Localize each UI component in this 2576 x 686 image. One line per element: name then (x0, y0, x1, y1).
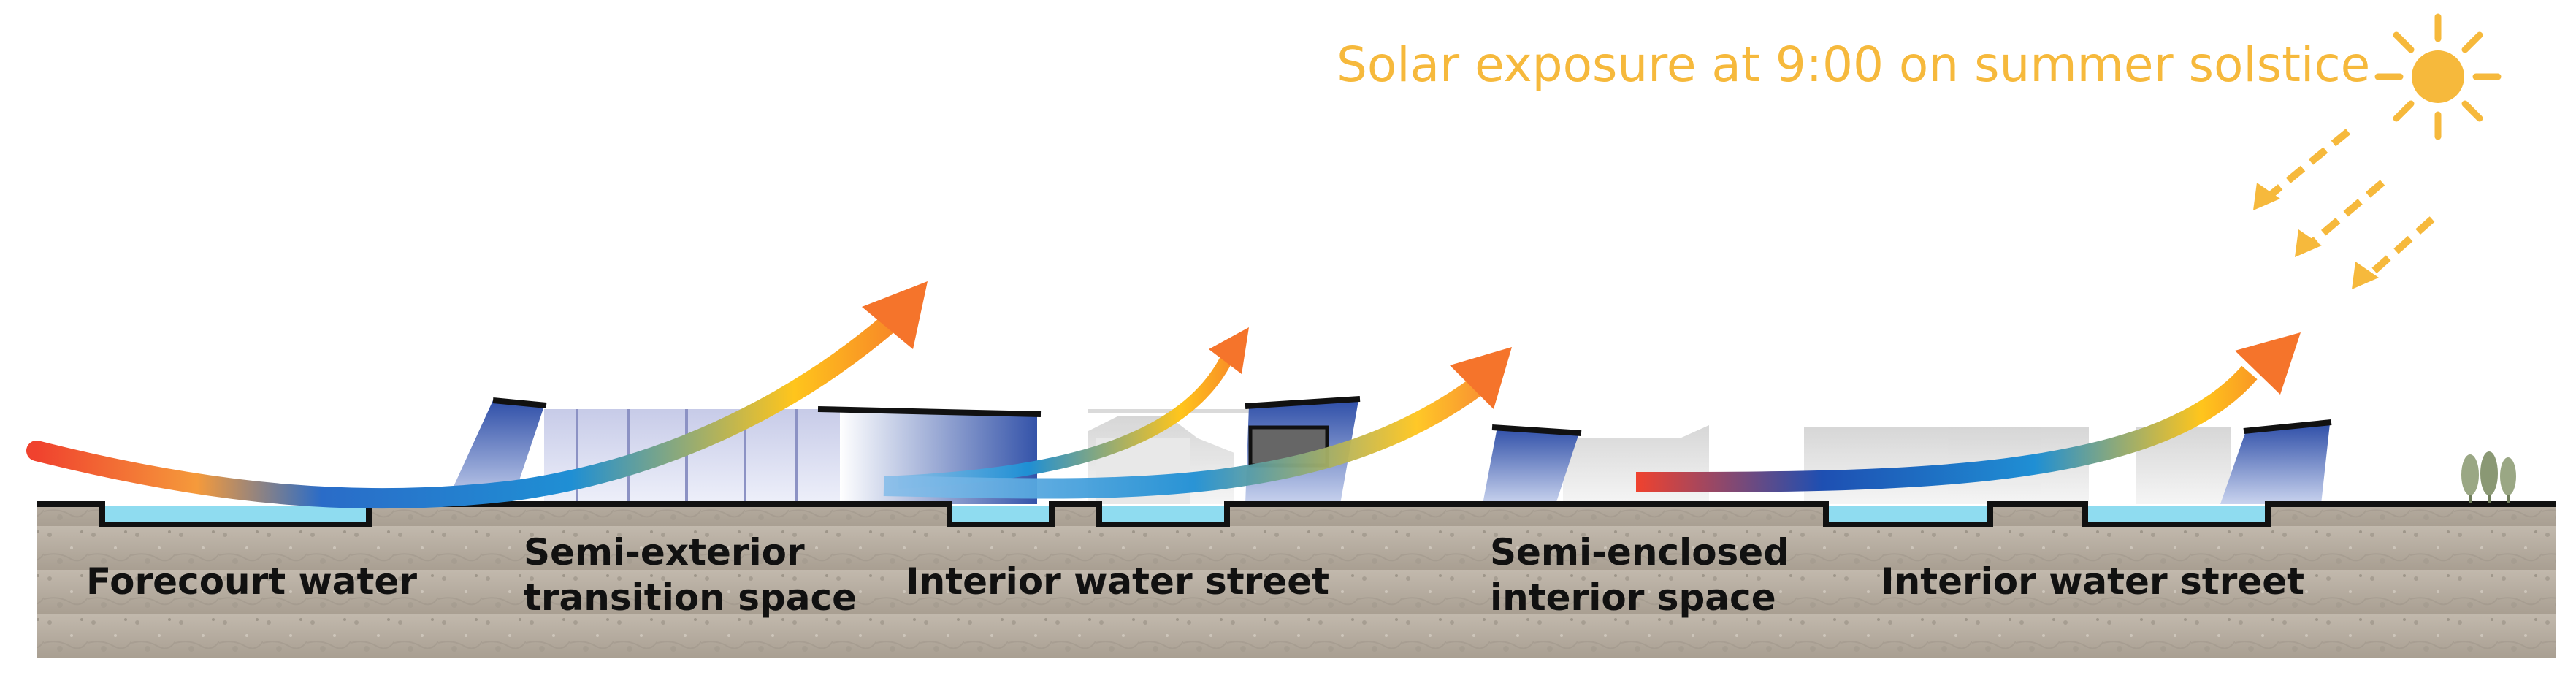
sunray-arrow-icon (2265, 129, 2435, 281)
semi-enclosed-building (1483, 424, 1582, 504)
label-semi-exterior: Semi-exterior transition space (524, 530, 857, 620)
label-interior-water-street-2: Interior water street (1881, 560, 2305, 603)
right-building (2220, 419, 2332, 504)
ground-section (37, 504, 2556, 658)
label-interior-water-street: Interior water street (906, 560, 1330, 603)
label-semi-enclosed-line1: Semi-enclosed (1490, 531, 1790, 573)
water-pools (102, 506, 2268, 523)
transition-building (446, 397, 1042, 504)
airflow-arrow-icon (1635, 332, 2301, 492)
label-semi-exterior-line2: transition space (524, 576, 857, 619)
sunray-arrowheads (2253, 183, 2379, 289)
label-forecourt-water: Forecourt water (86, 560, 418, 603)
airflow-arrow-icon (26, 281, 928, 509)
label-semi-enclosed: Semi-enclosed interior space (1490, 530, 1789, 620)
sun-icon (2374, 13, 2502, 140)
ground-line (37, 501, 2556, 527)
airflow-arrow-icon (883, 347, 1512, 499)
label-semi-exterior-line1: Semi-exterior (524, 531, 805, 573)
tree-icon (2461, 451, 2516, 503)
diagram-title: Solar exposure at 9:00 on summer solstic… (1337, 37, 2371, 93)
label-semi-enclosed-line2: interior space (1490, 576, 1776, 619)
